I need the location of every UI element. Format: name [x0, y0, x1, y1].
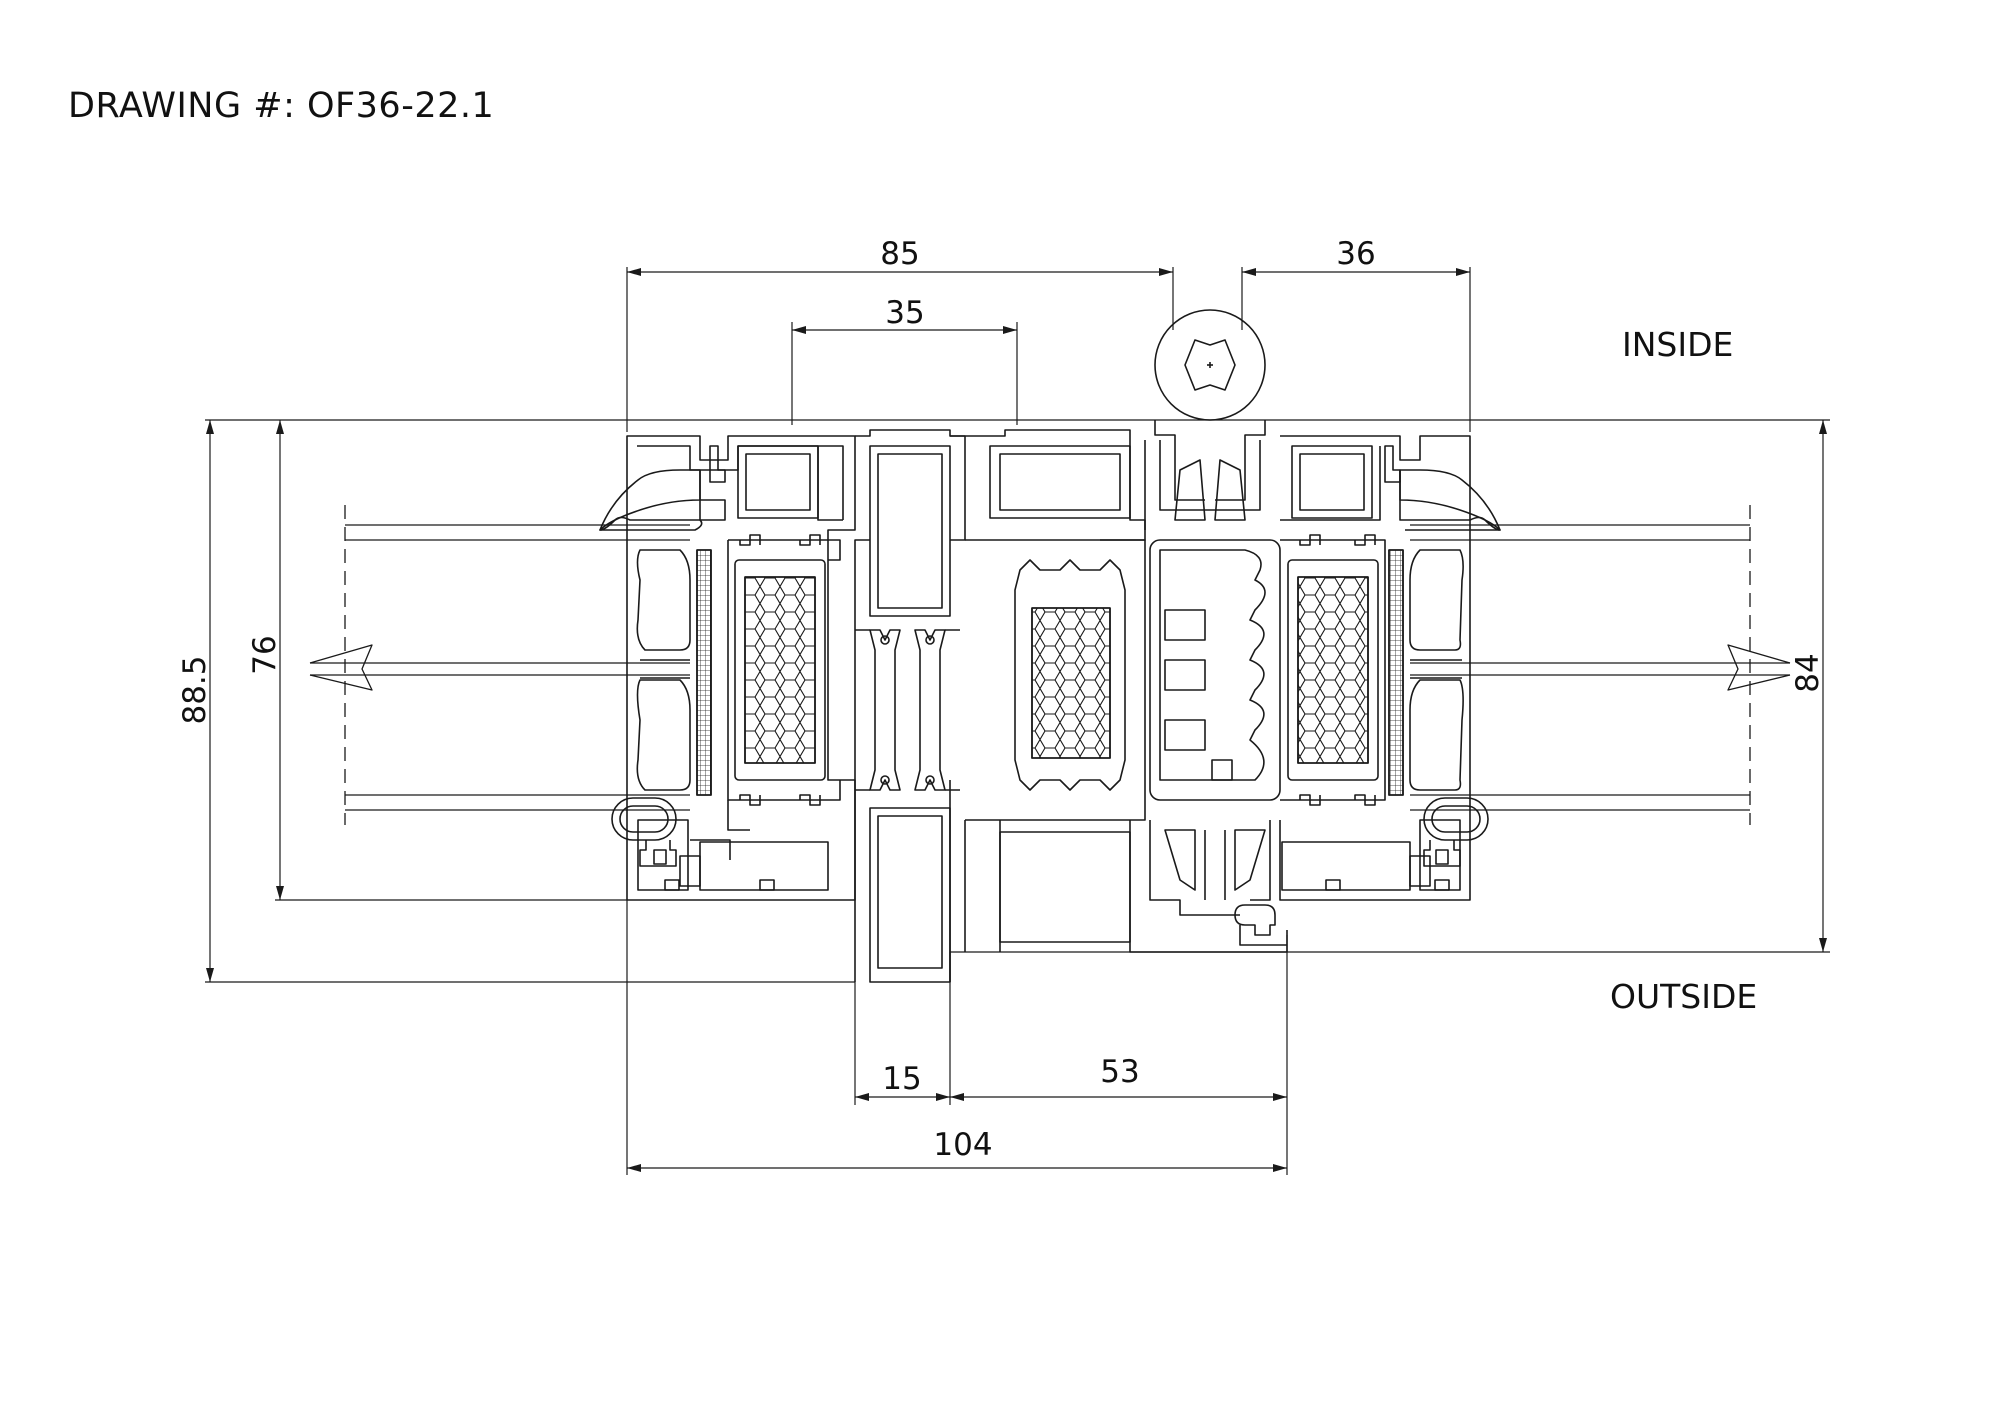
drawing-title: DRAWING #: OF36-22.1 [68, 86, 495, 126]
dim-36: 36 [1336, 236, 1375, 272]
dim-85: 85 [880, 236, 919, 272]
dim-35: 35 [885, 295, 924, 331]
dim-104: 104 [933, 1127, 992, 1163]
side-labels: INSIDE OUTSIDE [1610, 325, 1757, 1016]
inside-label: INSIDE [1622, 325, 1733, 364]
left-sash-profile [599, 435, 856, 901]
central-mullion [854, 429, 966, 983]
dim-88-5: 88.5 [177, 655, 213, 724]
right-gaskets [1388, 469, 1501, 867]
glass-right [1410, 505, 1791, 825]
dimension-labels: 85 35 36 88.5 76 84 15 53 104 [177, 236, 1826, 1163]
glass-left [309, 505, 690, 825]
middle-frame-profile [950, 429, 1288, 953]
dim-15: 15 [882, 1061, 921, 1097]
left-gaskets [599, 469, 712, 867]
dim-76: 76 [247, 635, 283, 674]
outside-label: OUTSIDE [1610, 977, 1757, 1016]
dimension-lines [206, 268, 1827, 1172]
extension-lines [205, 267, 1830, 1175]
dim-84: 84 [1790, 653, 1826, 692]
dim-53: 53 [1100, 1054, 1139, 1090]
lock-zone [1144, 309, 1287, 946]
